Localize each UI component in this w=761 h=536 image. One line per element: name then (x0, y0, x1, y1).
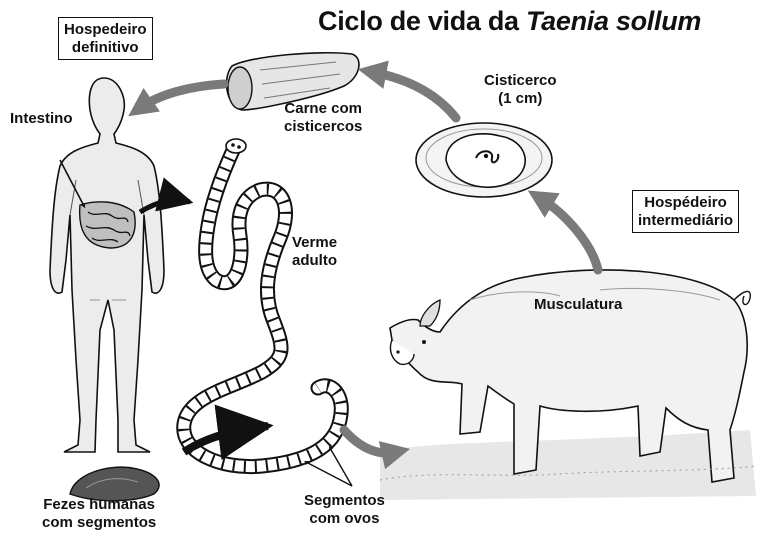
intestine-label: Intestino (10, 110, 73, 127)
definitive-host-label: Hospedeiro definitivo (58, 17, 153, 61)
meat-icon (225, 51, 360, 111)
feces-icon (69, 466, 160, 502)
adult-worm-label: Verme adulto (292, 234, 338, 269)
musculature-label: Musculatura (534, 296, 623, 313)
segments-arrow (181, 404, 274, 461)
intermediate-host-label: Hospédeiro intermediário (632, 190, 740, 234)
pig-icon (379, 269, 757, 500)
cysticercus-icon (415, 122, 553, 198)
intestine-icon (59, 159, 136, 249)
cysticercus-label: Cisticerco (1 cm) (484, 72, 557, 107)
title-species: Taenia sollum (525, 6, 702, 36)
tapeworm-icon (176, 138, 349, 475)
page-title: Ciclo de vida da Taenia sollum (318, 6, 701, 37)
feces-label: Fezes humanas com segmentos (42, 496, 157, 531)
segments-label: Segmentos com ovos (304, 492, 385, 527)
intestine-to-worm-arrow (138, 177, 194, 215)
title-prefix: Ciclo de vida da (318, 6, 526, 36)
cycle-arrow-icon (128, 60, 603, 470)
human-figure-icon (49, 77, 165, 453)
segments-pointers (304, 446, 353, 487)
meat-label: Carne com cisticercos (284, 100, 363, 135)
